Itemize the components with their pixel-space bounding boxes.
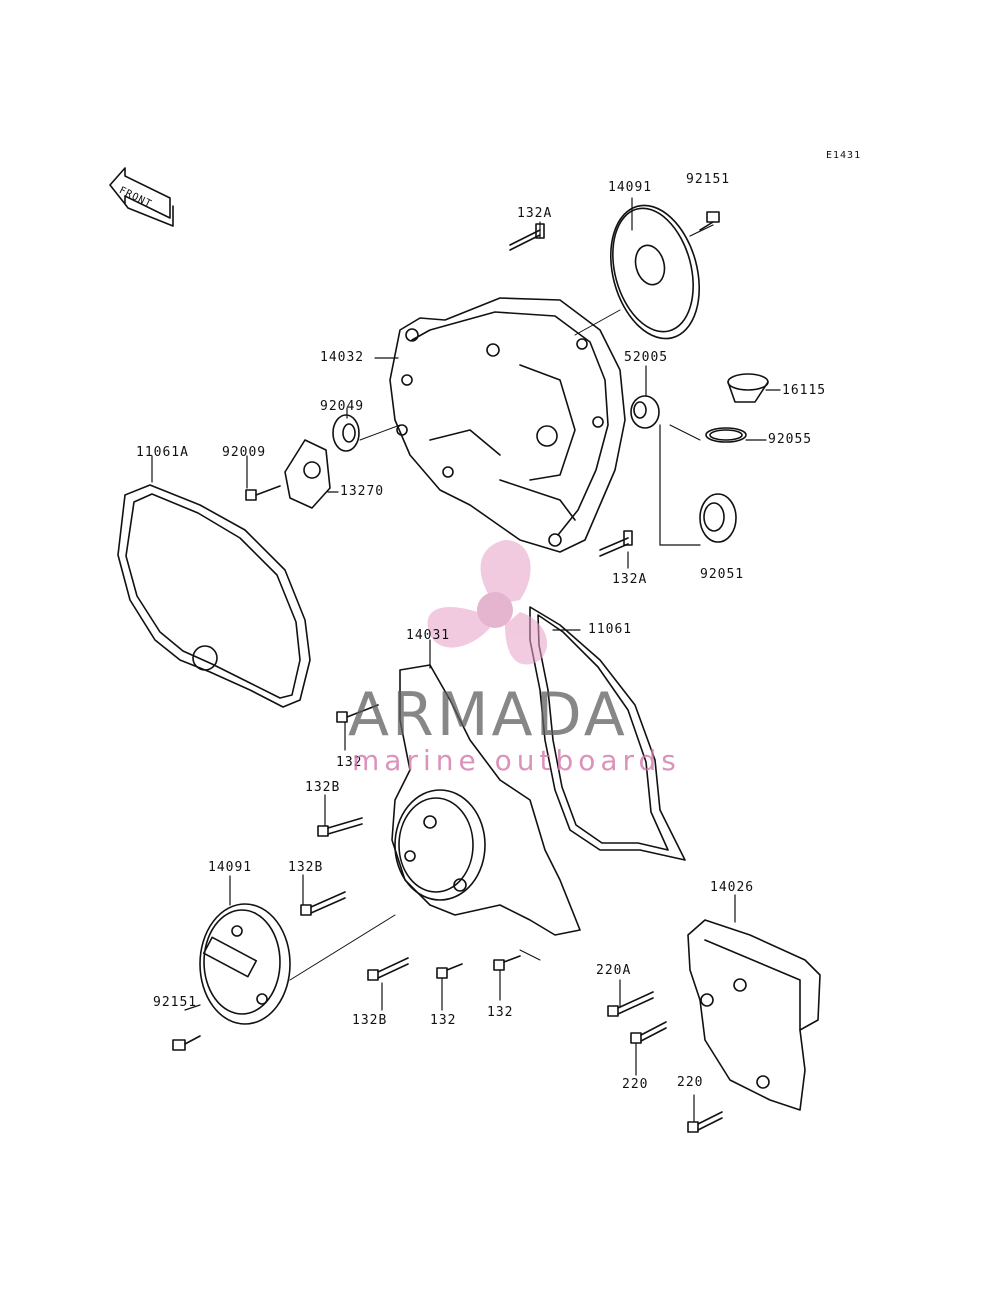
label-92051: 92051 bbox=[700, 567, 745, 582]
bolt-132a-top bbox=[509, 223, 545, 251]
generator-cover-14031 bbox=[391, 664, 581, 936]
gasket-11061 bbox=[529, 606, 686, 861]
label-132-mid: 132 bbox=[430, 1013, 457, 1028]
bolt-132-mid bbox=[436, 963, 463, 979]
assembly-lines bbox=[289, 309, 701, 981]
diagram-id: E1431 bbox=[826, 150, 862, 161]
bearing-52005 bbox=[630, 395, 660, 429]
bolt-132a-mid bbox=[599, 530, 633, 557]
watermark-subtitle: marine outboards bbox=[352, 744, 681, 777]
label-14091-top: 14091 bbox=[608, 180, 653, 195]
bolt-132-right bbox=[493, 955, 521, 971]
bolt-220-2 bbox=[687, 1111, 723, 1133]
cap-16115 bbox=[727, 373, 769, 403]
label-52005: 52005 bbox=[624, 350, 669, 365]
label-132a-mid: 132A bbox=[612, 572, 648, 587]
screw-92009 bbox=[245, 485, 281, 501]
label-220-1: 220 bbox=[622, 1077, 649, 1092]
oil-seal-92051 bbox=[699, 493, 737, 543]
bolt-132b-1 bbox=[317, 817, 363, 837]
label-132b-3: 132B bbox=[352, 1013, 388, 1028]
bolt-132b-2 bbox=[300, 891, 346, 916]
label-220a: 220A bbox=[596, 963, 632, 978]
leader-lines bbox=[151, 197, 781, 1123]
outer-cover-14091-bottom bbox=[199, 903, 291, 1025]
label-11061: 11061 bbox=[588, 622, 633, 637]
label-132-right: 132 bbox=[487, 1005, 514, 1020]
bolt-220-1 bbox=[630, 1021, 667, 1044]
label-16115: 16115 bbox=[782, 383, 827, 398]
screw-92151-bottom bbox=[172, 1035, 201, 1051]
label-14091-bottom: 14091 bbox=[208, 860, 253, 875]
label-14026: 14026 bbox=[710, 880, 755, 895]
outer-cover-14091-top bbox=[609, 204, 701, 340]
label-92055: 92055 bbox=[768, 432, 813, 447]
label-14031: 14031 bbox=[406, 628, 451, 643]
seal-92049 bbox=[332, 414, 360, 452]
label-92151-top: 92151 bbox=[686, 172, 731, 187]
label-14032: 14032 bbox=[320, 350, 365, 365]
label-132-left: 132 bbox=[336, 755, 363, 770]
label-92049: 92049 bbox=[320, 399, 365, 414]
bolt-132b-3 bbox=[367, 957, 409, 981]
plate-13270 bbox=[284, 439, 331, 509]
label-132a-top: 132A bbox=[517, 206, 553, 221]
label-132b-1: 132B bbox=[305, 780, 341, 795]
label-92009: 92009 bbox=[222, 445, 267, 460]
label-220-2: 220 bbox=[677, 1075, 704, 1090]
o-ring-92055 bbox=[705, 427, 747, 443]
label-11061a: 11061A bbox=[136, 445, 189, 460]
label-13270: 13270 bbox=[340, 484, 385, 499]
label-132b-2: 132B bbox=[288, 860, 324, 875]
bolt-132-left bbox=[336, 704, 379, 723]
front-arrow-icon bbox=[109, 167, 174, 227]
clutch-cover-14032 bbox=[389, 297, 626, 553]
bolt-220a bbox=[607, 991, 654, 1017]
screw-92151-top bbox=[699, 211, 720, 231]
label-92151-bottom: 92151 bbox=[153, 995, 198, 1010]
gasket-11061a bbox=[117, 484, 311, 708]
watermark-title: ARMADA bbox=[348, 680, 628, 750]
sprocket-cover-14026 bbox=[687, 919, 821, 1111]
armada-propeller-logo bbox=[427, 540, 548, 665]
